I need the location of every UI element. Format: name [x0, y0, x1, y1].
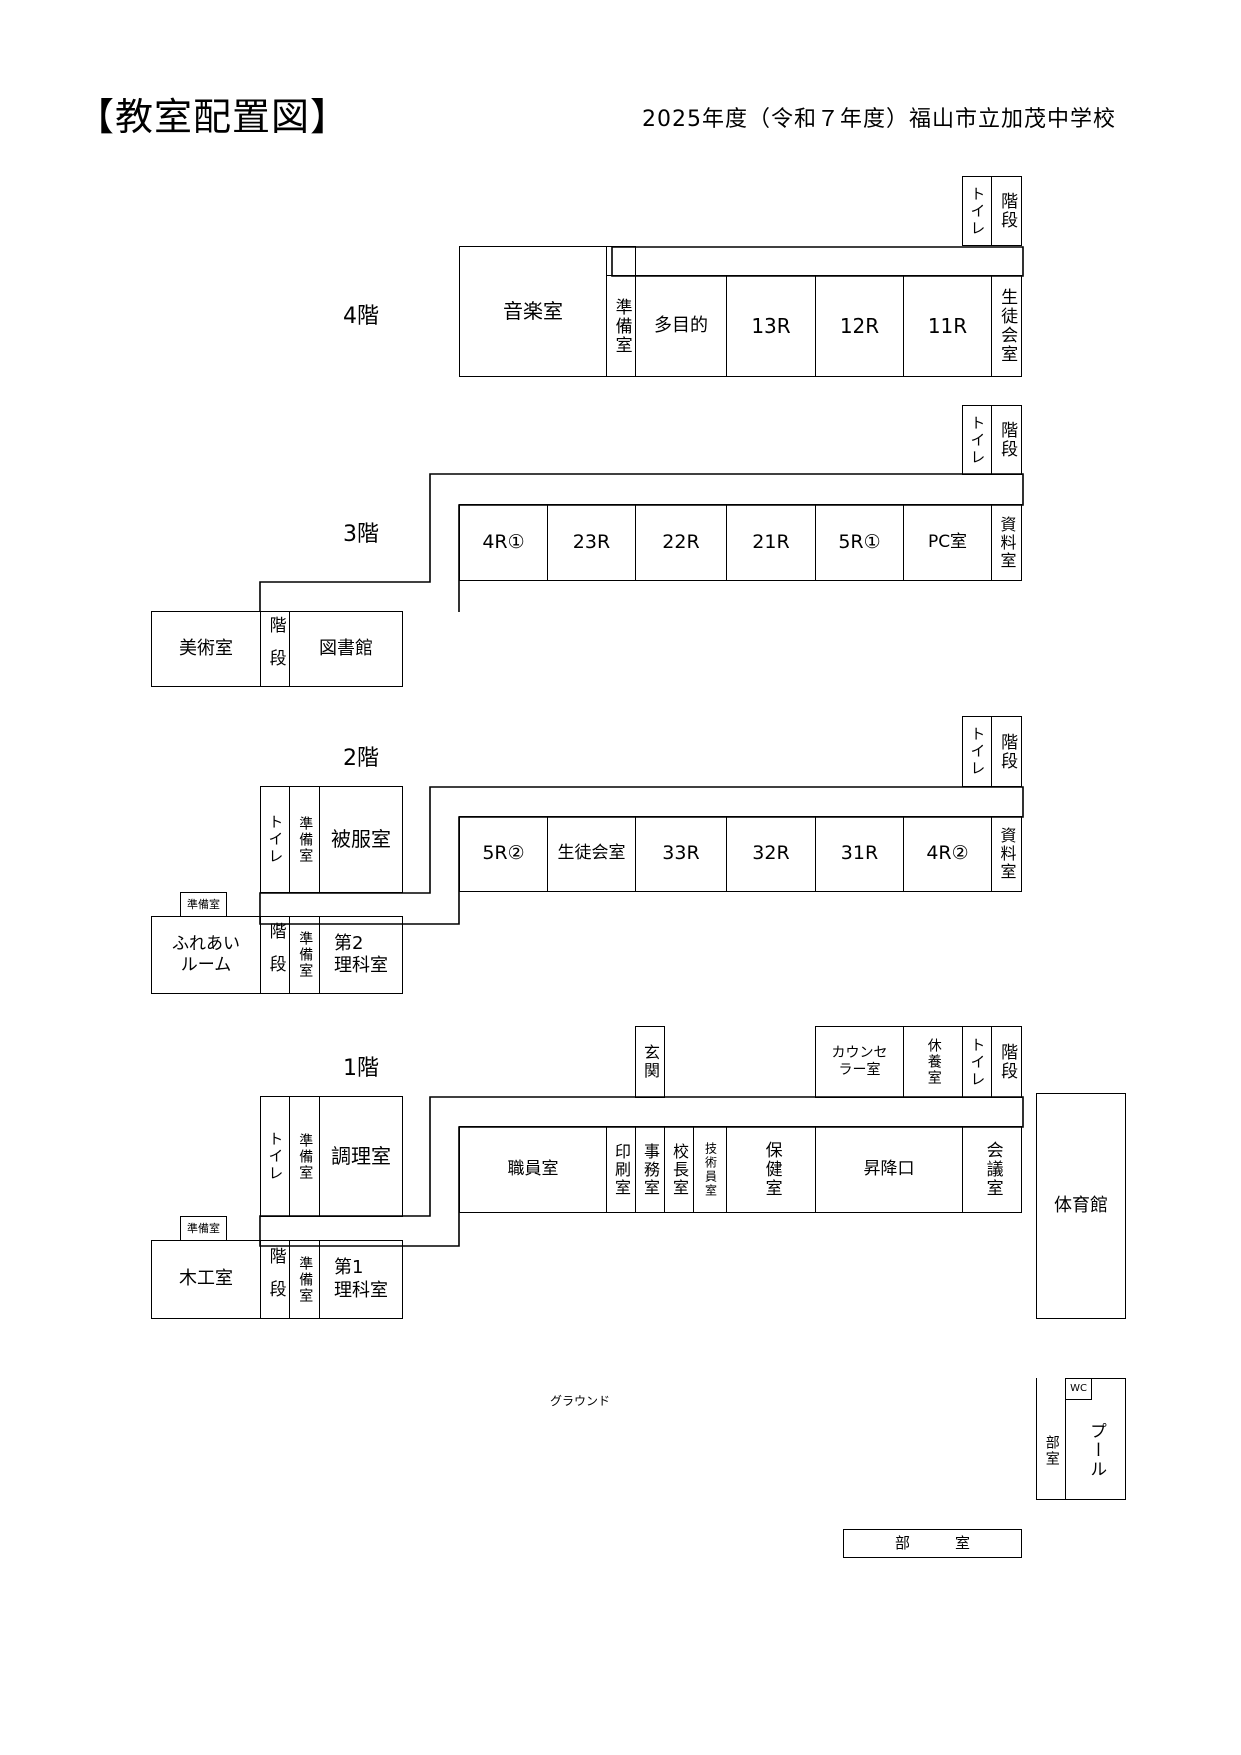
stairs-1f-west: 階段	[260, 1240, 290, 1319]
room-art: 美術室	[151, 611, 261, 687]
stairs-3f-west: 階段	[260, 611, 290, 687]
toilet-2f-west: トイレ	[260, 786, 290, 893]
room-print: 印刷室	[606, 1126, 636, 1213]
stairs-3f-east: 階段	[991, 405, 1022, 475]
room-prep-1f-west: 準備室	[289, 1096, 320, 1217]
room-22r: 22R	[635, 504, 727, 581]
room-4r-2: 4R②	[903, 816, 992, 892]
toilet-1f-west: トイレ	[260, 1096, 290, 1217]
school-year-title: 2025年度（令和７年度）福山市立加茂中学校	[642, 107, 1116, 132]
room-prep-2f-west: 準備室	[289, 786, 320, 893]
room-health: 保健室	[726, 1126, 816, 1213]
floor-label-4f: 4階	[343, 304, 379, 329]
floor-label-2f: 2階	[343, 746, 379, 771]
room-music: 音楽室	[459, 246, 607, 377]
room-fureai: ふれあい ルーム	[151, 916, 261, 994]
room-multipurpose: 多目的	[635, 275, 727, 377]
stairs-2f-west: 階段	[260, 916, 290, 994]
room-prep-1f-science: 準備室	[289, 1240, 320, 1319]
room-council-2f: 生徒会室	[547, 816, 636, 892]
room-materials-2f: 資料室	[991, 816, 1022, 892]
room-pc: PC室	[903, 504, 992, 581]
pool-frame	[1065, 1378, 1126, 1500]
room-5r-1: 5R①	[815, 504, 904, 581]
room-counselor: カウンセ ラー室	[815, 1026, 904, 1098]
room-clothing: 被服室	[319, 786, 403, 893]
room-prep-4f: 準備室	[606, 275, 636, 377]
corridor-3f	[259, 473, 1024, 612]
room-office: 事務室	[635, 1126, 665, 1213]
room-32r: 32R	[726, 816, 816, 892]
club-rooms: 部 室	[843, 1529, 1022, 1558]
room-prep-1f-small: 準備室	[180, 1216, 227, 1241]
ground-label: グラウンド	[550, 1394, 611, 1408]
room-23r: 23R	[547, 504, 636, 581]
room-materials-3f: 資料室	[991, 504, 1022, 581]
stairs-2f-east: 階段	[991, 716, 1022, 787]
pool: プール	[1086, 1421, 1107, 1479]
toilet-4f: トイレ	[962, 176, 992, 246]
toilet-2f-east: トイレ	[962, 716, 992, 787]
room-rest: 休養室	[903, 1026, 963, 1098]
room-4r-1: 4R①	[459, 504, 548, 581]
room-principal: 校長室	[664, 1126, 694, 1213]
building-gym: 体育館	[1036, 1093, 1126, 1319]
room-31r: 31R	[815, 816, 904, 892]
page-title: 【教室配置図】	[76, 95, 350, 139]
room-cooking: 調理室	[319, 1096, 403, 1217]
toilet-1f-east: トイレ	[962, 1026, 992, 1098]
corridor-4f	[611, 246, 1024, 277]
room-technician: 技術員室	[693, 1126, 727, 1213]
stairs-1f-east: 階段	[991, 1026, 1022, 1098]
room-library: 図書館	[289, 611, 403, 687]
room-prep-2f-small: 準備室	[180, 892, 227, 917]
stairs-4f: 階段	[991, 176, 1022, 246]
room-shoes: 昇降口	[815, 1126, 963, 1213]
floor-label-3f: 3階	[343, 522, 379, 547]
room-5r-2: 5R②	[459, 816, 548, 892]
room-33r: 33R	[635, 816, 727, 892]
room-science2: 第2 理科室	[319, 916, 403, 994]
toilet-3f: トイレ	[962, 405, 992, 475]
room-entrance: 玄関	[635, 1026, 665, 1098]
room-21r: 21R	[726, 504, 816, 581]
room-prep-2f-science: 準備室	[289, 916, 320, 994]
room-staff: 職員室	[459, 1126, 607, 1213]
room-meeting: 会議室	[962, 1126, 1022, 1213]
club-room-small-frame	[1036, 1378, 1066, 1500]
room-12r: 12R	[815, 275, 904, 377]
room-11r: 11R	[903, 275, 992, 377]
prep-4f-top	[606, 246, 636, 276]
room-council-4f: 生徒会室	[991, 275, 1022, 377]
room-science1: 第1 理科室	[319, 1240, 403, 1319]
room-club-small: 部室	[1043, 1435, 1060, 1467]
floor-label-1f: 1階	[343, 1056, 379, 1081]
room-woodwork: 木工室	[151, 1240, 261, 1319]
room-13r: 13R	[726, 275, 816, 377]
